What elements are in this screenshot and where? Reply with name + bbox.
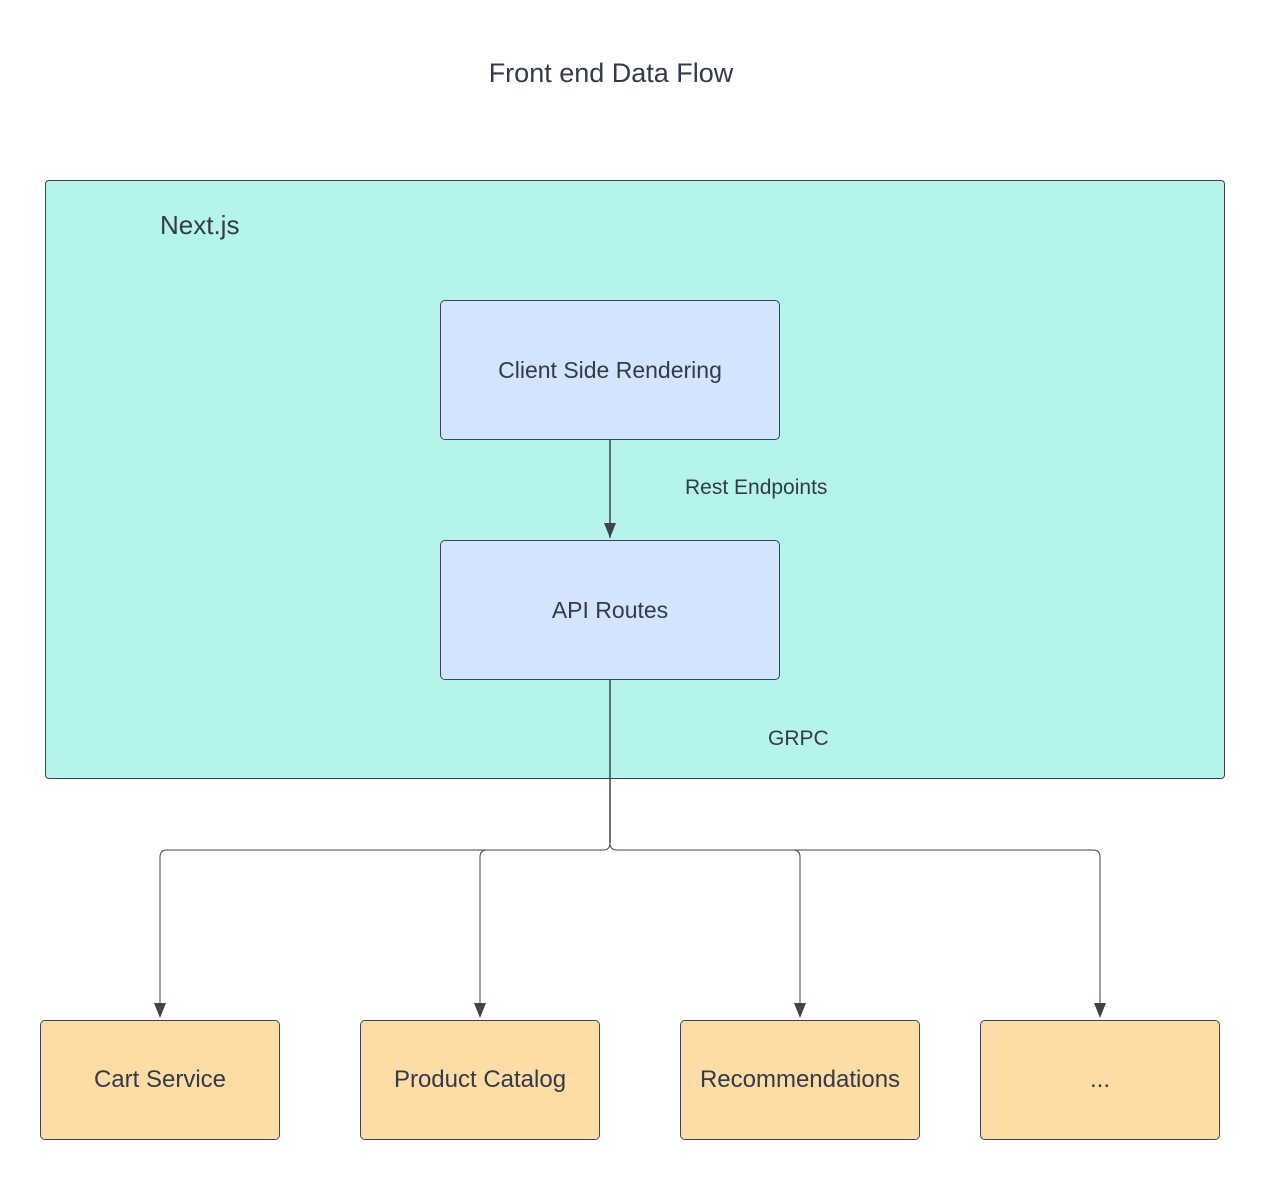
client-side-rendering-node: Client Side Rendering	[440, 300, 780, 440]
grpc-branch-product	[479, 849, 488, 858]
more-services-node: ...	[980, 1020, 1220, 1140]
grpc-bus-right	[609, 842, 1101, 858]
grpc-branch-recommendations	[792, 849, 801, 858]
product-catalog-label: Product Catalog	[393, 1066, 567, 1093]
arrowhead-more	[1094, 1003, 1106, 1018]
cart-service-node: Cart Service	[40, 1020, 280, 1140]
arrowhead-recommendations	[794, 1003, 806, 1018]
recommendations-node: Recommendations	[680, 1020, 920, 1140]
api-routes-node: API Routes	[440, 540, 780, 680]
api-routes-label: API Routes	[551, 596, 669, 623]
rest-arrowhead	[604, 523, 616, 538]
recommendations-label: Recommendations	[699, 1066, 901, 1093]
grpc-label: GRPC	[768, 727, 829, 750]
client-side-rendering-label: Client Side Rendering	[498, 356, 722, 383]
nextjs-container-label: Next.js	[160, 210, 240, 240]
arrowhead-product	[474, 1003, 486, 1018]
product-catalog-node: Product Catalog	[360, 1020, 600, 1140]
rest-endpoints-label: Rest Endpoints	[685, 476, 828, 499]
arrowhead-cart	[154, 1003, 166, 1018]
grpc-bus	[159, 842, 611, 858]
cart-service-label: Cart Service	[93, 1066, 227, 1093]
diagram-title: Front end Data Flow	[488, 58, 734, 88]
more-services-label: ...	[1089, 1066, 1110, 1093]
